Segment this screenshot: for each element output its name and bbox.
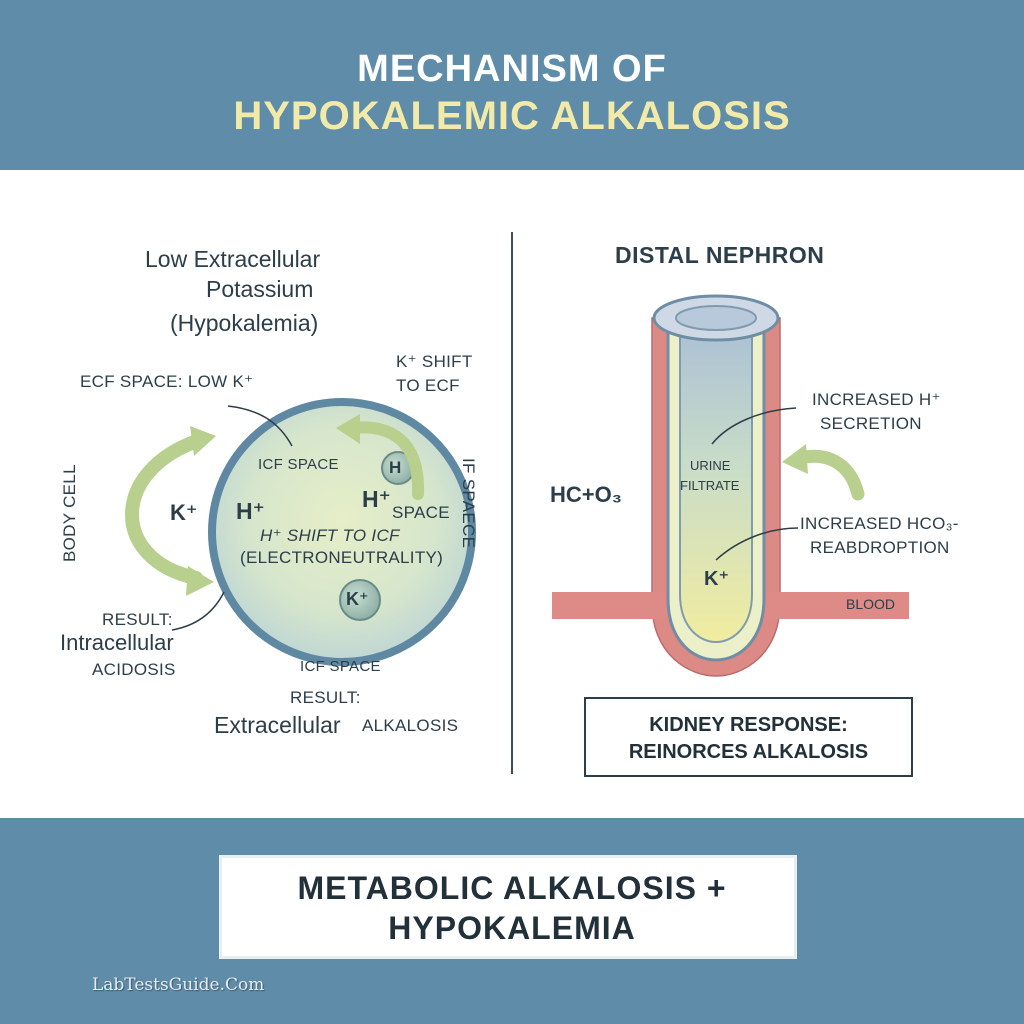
kidney-response-line-2: REINORCES ALKALOSIS [628, 741, 869, 763]
body-cell-label: BODY CELL [60, 464, 79, 562]
k-exchange-arrowhead-bottom [186, 566, 214, 596]
final-result-box [219, 855, 797, 959]
k-shift-label-line-2: TO ECF [396, 376, 460, 395]
k-shift-label-line-1: K⁺ SHIFT [396, 352, 473, 371]
result-left-line-3: ACIDOSIS [92, 660, 176, 679]
h-ion-badge-label: H [389, 458, 402, 477]
k-exchange-arrowhead-top [190, 426, 216, 456]
h-secretion-line-2: SECRETION [820, 414, 922, 433]
tubule-lumen [679, 317, 753, 644]
result-bottom-line-1: RESULT: [290, 688, 361, 707]
result-bottom-line-3: ALKALOSIS [362, 716, 459, 735]
h-shift-line-2: (ELECTRONEUTRALITY) [240, 548, 444, 567]
result-bottom-line-2: Extracellular [214, 712, 341, 738]
k-shift-arrowhead [336, 414, 360, 444]
h-secretion-line-1: INCREASED H⁺ [812, 390, 941, 409]
result-left-line-1: RESULT: [102, 610, 173, 629]
left-heading-line-3: (Hypokalemia) [170, 310, 319, 336]
h-secretion-arrow [793, 449, 865, 501]
kidney-response-box [584, 697, 913, 777]
icf-space-bottom-label: ICF SPACE [300, 658, 381, 675]
final-result-line-2: HYPOKALEMIA [388, 910, 636, 946]
urine-label-line-1: URINE [690, 458, 731, 473]
blood-label: BLOOD [846, 596, 896, 612]
k-exchange-arrow [125, 433, 207, 585]
kidney-response-line-1: KIDNEY RESPONSE: [649, 714, 848, 736]
hco3-reabsorption-line-1: INCREASED HCO₃- [800, 514, 959, 533]
title-line-2: HYPOKALEMIC ALKALOSIS [233, 94, 791, 138]
space-label: SPACE [392, 503, 450, 522]
left-heading-line-1: Low Extracellular [145, 246, 321, 272]
h-secretion-arrowhead [782, 444, 808, 474]
hco3-reabsorption-line-2: REABDROPTION [810, 538, 950, 557]
watermark: LabTestsGuide.Com [92, 975, 265, 995]
final-result-line-1: METABOLIC ALKALOSIS + [297, 870, 727, 906]
tubule-opening-inner [675, 305, 757, 331]
k-ion-tubule: K⁺ [704, 568, 729, 590]
left-heading-line-2: Potassium [206, 276, 314, 302]
title-line-1: MECHANISM OF [357, 48, 667, 90]
icf-space-top-label: ICF SPACE [258, 456, 339, 473]
h-shift-line-1: H⁺ SHIFT TO ICF [260, 526, 400, 545]
ecf-space-label: ECF SPACE: LOW K⁺ [80, 372, 254, 391]
h-ion-left: H⁺ [236, 498, 265, 524]
h-ion-right: H⁺ [362, 486, 391, 512]
h-secretion-leader-line [711, 407, 797, 445]
urine-label-line-2: FILTRATE [680, 478, 740, 493]
acidosis-leader-line [171, 591, 225, 631]
k-shift-arrow [346, 421, 425, 500]
right-heading: DISTAL NEPHRON [615, 242, 825, 268]
k-ion-badge-circle [339, 579, 381, 621]
if-space-label: IF SPAECE [459, 458, 478, 549]
ecf-leader-line [227, 405, 293, 447]
hco3-label: HC+O₃ [550, 482, 622, 507]
hco3-leader-line [715, 527, 799, 561]
k-exchange-label: K⁺ [170, 500, 198, 525]
header-band [0, 0, 1024, 170]
k-ion-badge-label: K⁺ [346, 589, 369, 609]
result-left-line-2: Intracellular [60, 630, 174, 655]
